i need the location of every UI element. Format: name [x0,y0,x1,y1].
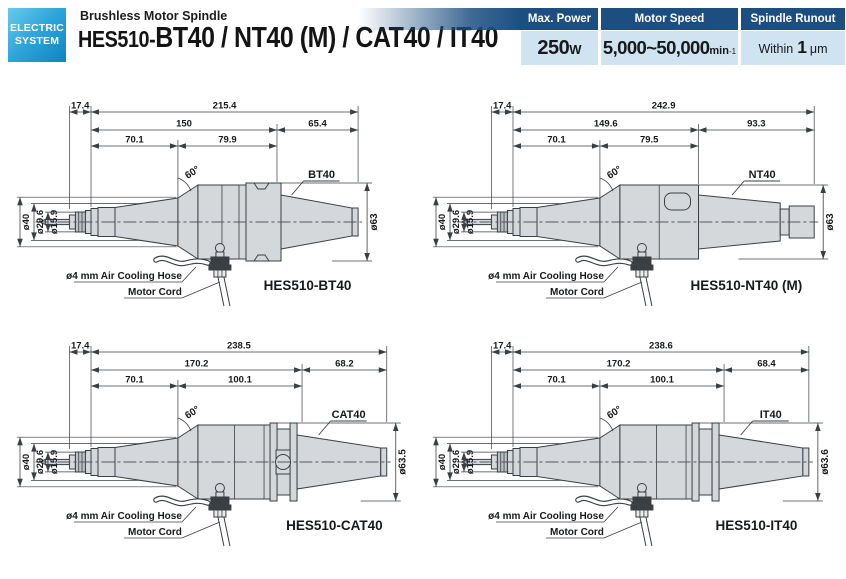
cord-label: Motor Cord [550,527,604,538]
taper-type-label: IT40 [760,409,782,421]
drawing-caption: HES510-BT40 [264,278,352,293]
taper-type-label: CAT40 [332,409,366,421]
spec-value-unit: W [569,42,582,57]
dim-label: 17.4 [493,341,512,352]
diameter-label: ø63 [369,213,380,231]
spec-value-number: 5,000~50,000 [602,37,710,58]
diameter-label: ø63 [825,213,836,231]
badge-line2: SYSTEM [14,35,60,47]
diameter-label: ø63.6 [820,449,831,475]
header-gradient-bar [358,8,521,30]
diameter-label: ø15.9 [465,210,476,234]
dim-label: 149.6 [594,119,618,130]
cord-label: Motor Cord [128,287,182,298]
spec-value-prefix: Within [758,42,794,56]
product-category-label: Brushless Motor Spindle [80,9,228,23]
dim-label: 17.4 [71,101,90,112]
diameter-label: ø29.6 [451,210,462,234]
dim-label: 17.4 [71,341,90,352]
dim-label: 65.4 [308,119,327,130]
spec-header: Max. Power [521,8,598,30]
dim-label: 242.9 [652,101,676,112]
dim-label: 79.5 [640,135,659,146]
cord-label: Motor Cord [128,527,182,538]
badge-line1: ELECTRIC [9,22,65,34]
dim-label: 70.1 [125,375,144,386]
dim-label: 70.1 [125,135,144,146]
dim-label: 170.2 [185,359,209,370]
diameter-label: ø40 [437,214,448,230]
hose-label: ø4 mm Air Cooling Hose [488,271,604,282]
diameter-label: ø29.6 [451,450,462,474]
dim-label: 17.4 [493,101,512,112]
angle-label: 60° [605,164,624,181]
spec-value-number: 1 [797,37,807,57]
hose-label: ø4 mm Air Cooling Hose [488,511,604,522]
dim-label: 79.9 [218,135,237,146]
cord-label: Motor Cord [550,287,604,298]
drawing-caption: HES510-NT40 (M) [690,278,802,293]
diameter-label: ø40 [21,454,32,470]
spec-value-unit: min [709,45,729,57]
diameter-label: ø15.9 [49,210,60,234]
diameter-label: ø15.9 [49,450,60,474]
product-series: HES510- [78,26,156,52]
dim-label: 238.6 [649,341,673,352]
taper-type-label: NT40 [749,169,776,181]
spec-header: Motor Speed [601,8,738,30]
spec-value-number: 250 [537,37,570,59]
dim-label: 100.1 [228,375,252,386]
angle-label: 60° [183,164,202,181]
diameter-label: ø40 [21,214,32,230]
drawing-caption: HES510-CAT40 [286,518,383,533]
hose-label: ø4 mm Air Cooling Hose [66,511,182,522]
dim-label: 70.1 [547,135,566,146]
angle-label: 60° [605,404,624,421]
dim-label: 68.4 [757,359,776,370]
diameter-label: ø29.6 [35,450,46,474]
dim-label: 93.3 [747,119,766,130]
dim-label: 238.5 [227,341,251,352]
dim-label: 150 [176,119,192,130]
taper-type-label: BT40 [308,169,335,181]
diameter-label: ø29.6 [35,210,46,234]
angle-label: 60° [183,404,202,421]
electric-system-badge: ELECTRIC SYSTEM [8,8,66,62]
diameter-label: ø63.5 [398,449,409,475]
diameter-label: ø15.9 [465,450,476,474]
drawing-caption: HES510-IT40 [716,518,798,533]
dim-label: 68.2 [335,359,354,370]
diameter-label: ø40 [437,454,448,470]
spec-unit-exponent: -1 [728,47,737,56]
dim-label: 70.1 [547,375,566,386]
dim-label: 100.1 [650,375,674,386]
hose-label: ø4 mm Air Cooling Hose [66,271,182,282]
spec-value-unit: μm [809,42,828,56]
spec-header: Spindle Runout [741,8,845,30]
dim-label: 215.4 [213,101,237,112]
dim-label: 170.2 [607,359,631,370]
